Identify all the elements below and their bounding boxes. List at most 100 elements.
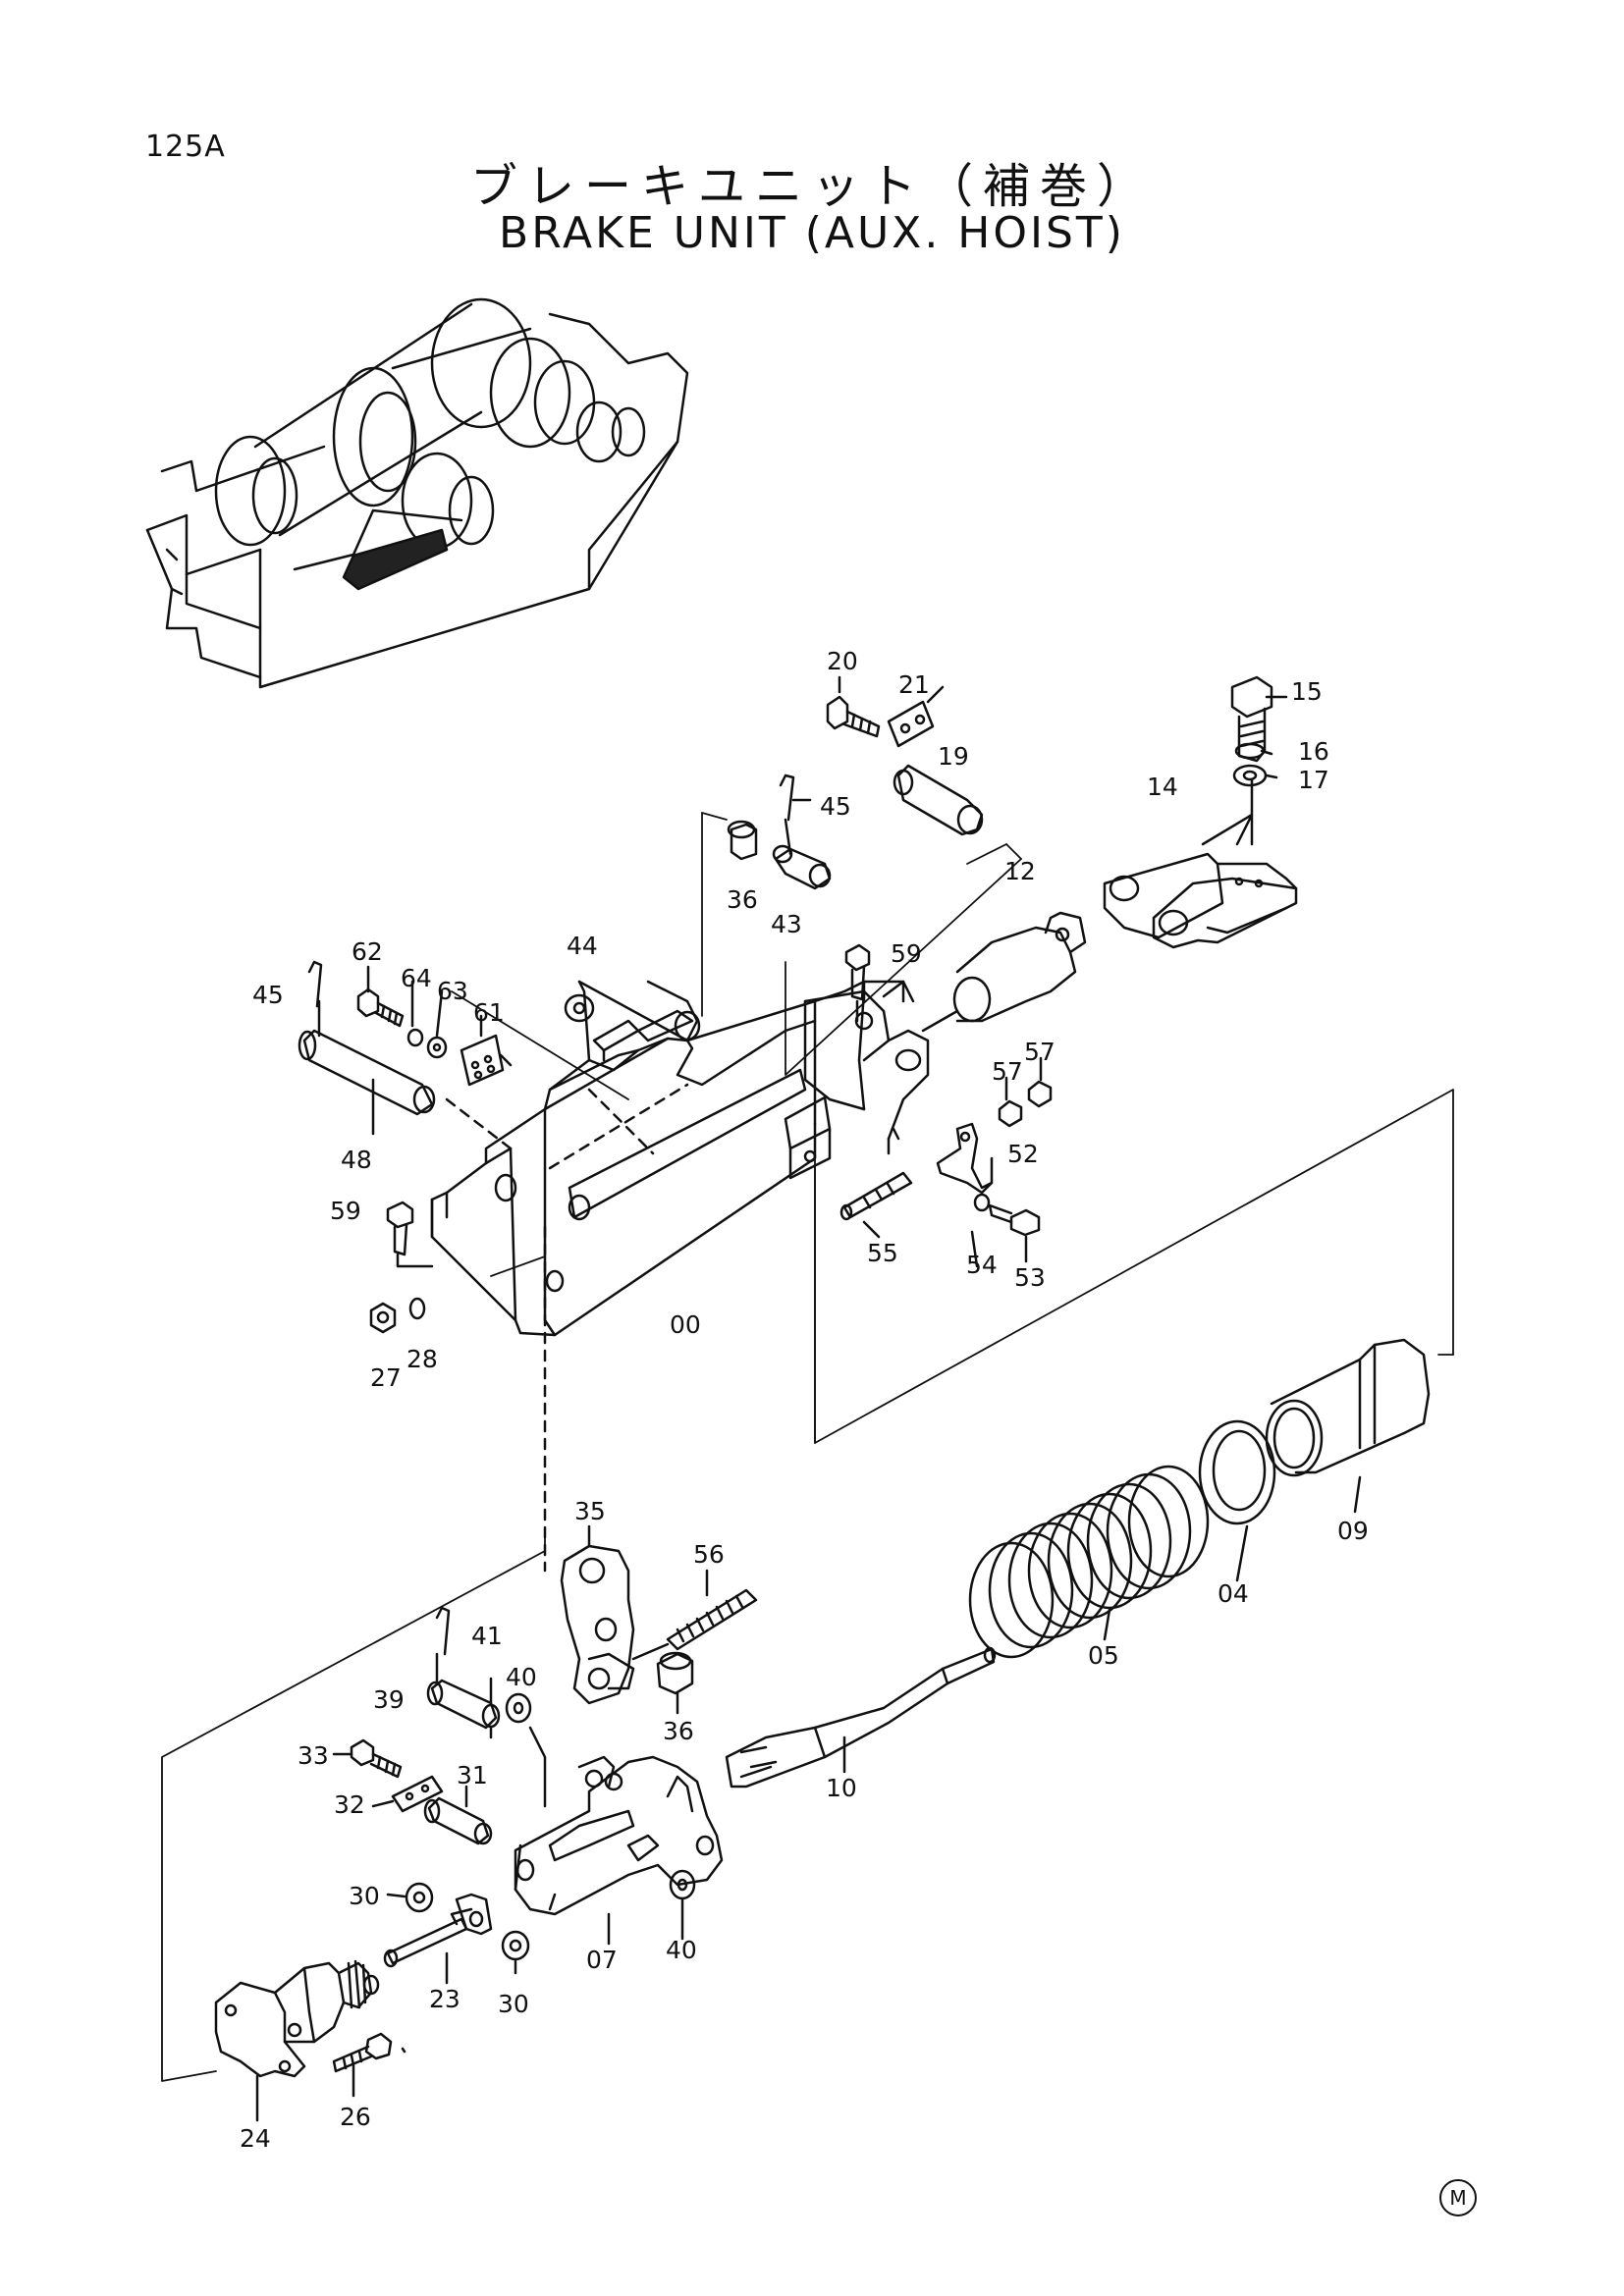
label-40-lower: 40 xyxy=(666,1936,697,1964)
part-10-rod xyxy=(725,1646,997,1789)
label-20: 20 xyxy=(827,647,858,675)
label-62: 62 xyxy=(352,937,383,966)
part-09-sleeve xyxy=(1265,1338,1431,1477)
label-09: 09 xyxy=(1337,1517,1369,1545)
part-12 xyxy=(921,911,1087,1033)
label-07: 07 xyxy=(586,1946,618,1974)
label-45-left: 45 xyxy=(252,981,284,1009)
part-53-bolt xyxy=(988,1203,1041,1237)
part-23-rod-end xyxy=(383,1893,493,1968)
label-40-upper: 40 xyxy=(506,1663,537,1691)
label-32: 32 xyxy=(334,1790,365,1819)
label-27: 27 xyxy=(370,1363,402,1392)
part-26-bolt xyxy=(332,2032,393,2073)
part-40-washer-upper xyxy=(505,1692,532,1724)
label-43: 43 xyxy=(771,910,802,938)
label-23: 23 xyxy=(429,1985,460,2013)
label-10: 10 xyxy=(826,1774,857,1802)
part-30-washer-upper xyxy=(405,1882,434,1913)
label-14: 14 xyxy=(1147,773,1178,801)
part-31-pin xyxy=(423,1796,493,1845)
part-59-bolt-left xyxy=(386,1201,414,1256)
label-48: 48 xyxy=(341,1146,372,1174)
part-21-plate xyxy=(887,700,935,748)
label-39: 39 xyxy=(373,1685,405,1714)
part-07-clevis xyxy=(514,1755,724,1916)
part-54-washer xyxy=(973,1193,991,1212)
part-30-washer-lower xyxy=(501,1930,530,1961)
label-04: 04 xyxy=(1218,1579,1249,1608)
label-28: 28 xyxy=(406,1345,438,1373)
page-number: 125A xyxy=(145,130,226,164)
label-24: 24 xyxy=(240,2124,271,2153)
part-17-washer xyxy=(1232,764,1268,787)
part-55-stud xyxy=(839,1171,913,1221)
label-26: 26 xyxy=(340,2103,371,2131)
label-33: 33 xyxy=(298,1741,329,1770)
part-19-pin xyxy=(893,764,984,836)
label-41: 41 xyxy=(471,1622,503,1650)
label-00: 00 xyxy=(670,1310,701,1339)
part-32-plate xyxy=(391,1775,444,1813)
part-64-washer xyxy=(406,1028,424,1047)
part-20-bolt xyxy=(826,695,881,738)
label-54: 54 xyxy=(966,1251,998,1279)
label-53: 53 xyxy=(1014,1263,1046,1292)
part-59-bolt-right xyxy=(844,943,871,1001)
part-62-bolt xyxy=(356,988,405,1028)
label-52: 52 xyxy=(1007,1140,1039,1168)
label-19: 19 xyxy=(938,742,969,771)
brake-frame-00 xyxy=(430,980,930,1337)
label-36-upper: 36 xyxy=(727,885,758,914)
part-41-cotter xyxy=(435,1606,451,1656)
label-30-upper: 30 xyxy=(349,1882,380,1910)
label-55: 55 xyxy=(867,1239,898,1267)
brake-unit-highlight xyxy=(342,528,449,591)
label-59-left: 59 xyxy=(330,1197,361,1225)
label-35: 35 xyxy=(574,1497,606,1525)
part-43-pin xyxy=(772,844,832,890)
label-21: 21 xyxy=(898,670,930,699)
label-17: 17 xyxy=(1298,766,1329,794)
label-15: 15 xyxy=(1291,677,1323,706)
title-english: BRAKE UNIT (AUX. HOIST) xyxy=(499,208,1125,258)
label-31: 31 xyxy=(457,1761,488,1789)
label-64: 64 xyxy=(401,964,432,992)
part-56-spring xyxy=(631,1588,758,1661)
label-57-right: 57 xyxy=(1024,1038,1056,1066)
part-28-washer xyxy=(408,1297,426,1320)
part-45-cotter-left xyxy=(307,960,323,1008)
part-33-bolt xyxy=(350,1738,403,1779)
label-05: 05 xyxy=(1088,1641,1119,1670)
label-63: 63 xyxy=(437,977,468,1005)
manufacturer-mark: M xyxy=(1439,2179,1477,2216)
part-57-nut-b xyxy=(1027,1080,1053,1108)
part-36-bushing-upper xyxy=(727,820,758,861)
part-61-plate xyxy=(460,1034,505,1087)
part-48-pin xyxy=(298,1029,436,1116)
winch-location-inset xyxy=(145,297,689,689)
label-61: 61 xyxy=(473,998,505,1027)
part-14 xyxy=(1103,852,1298,949)
part-45-cotter-upper xyxy=(779,774,795,856)
label-56: 56 xyxy=(693,1540,725,1569)
part-04-ring xyxy=(1198,1419,1276,1525)
part-24-cylinder xyxy=(214,1959,380,2078)
part-63-washer xyxy=(426,1036,448,1059)
part-27-nut xyxy=(369,1302,397,1334)
part-39-pin xyxy=(426,1679,501,1730)
part-35-lever xyxy=(560,1544,635,1705)
label-45-upper: 45 xyxy=(820,792,851,821)
label-59-right: 59 xyxy=(891,939,922,968)
title-japanese: ブレーキユニット（補巻） xyxy=(469,159,1154,214)
part-44-washer xyxy=(564,993,595,1023)
part-57-nut-a xyxy=(998,1099,1023,1128)
part-52-bracket xyxy=(936,1122,994,1195)
label-30-lower: 30 xyxy=(498,1990,529,2018)
label-16: 16 xyxy=(1298,737,1329,766)
label-57-left: 57 xyxy=(992,1057,1023,1086)
part-05-spring xyxy=(968,1465,1210,1659)
label-36-lower: 36 xyxy=(663,1717,694,1745)
label-12: 12 xyxy=(1004,857,1036,885)
